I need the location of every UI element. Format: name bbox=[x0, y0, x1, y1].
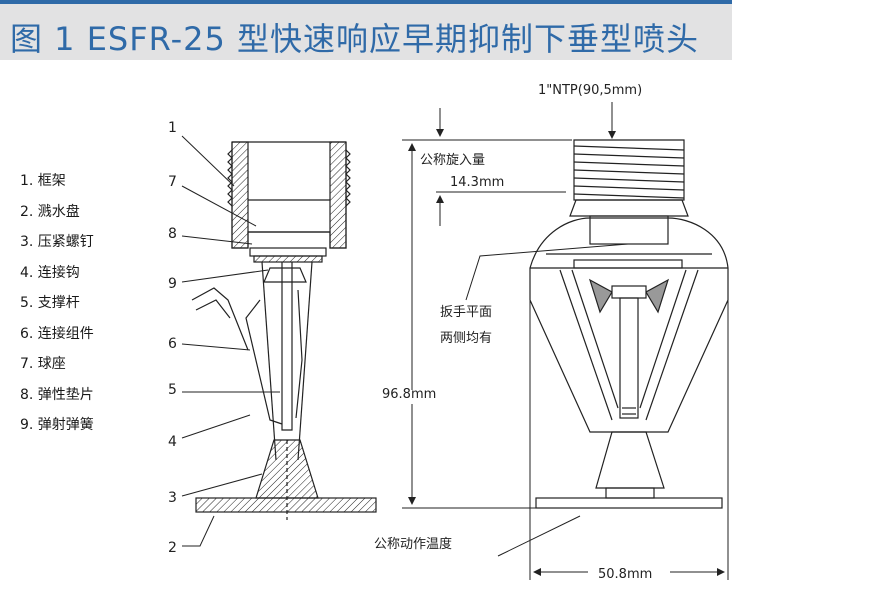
height-label: 96.8mm bbox=[382, 387, 436, 402]
callout-4: 4 bbox=[168, 434, 177, 450]
figure-title: 图 1 ESFR-25 型快速响应早期抑制下垂型喷头 bbox=[10, 20, 700, 58]
width-label: 50.8mm bbox=[598, 567, 652, 582]
callout-1: 1 bbox=[168, 120, 177, 136]
callout-9: 9 bbox=[168, 276, 177, 292]
nominal-insertion-label: 公称旋入量 bbox=[420, 153, 485, 168]
legend-item-ejector-spring: 9. 弹射弹簧 bbox=[20, 417, 94, 433]
callout-5: 5 bbox=[168, 382, 177, 398]
dimension-labels: 1"NTP(90,5mm) 公称旋入量 14.3mm 96.8mm 扳手平面 两… bbox=[374, 83, 652, 582]
callout-7: 7 bbox=[168, 174, 177, 190]
legend-item-button: 7. 球座 bbox=[20, 356, 66, 372]
legend-item-frame: 1. 框架 bbox=[20, 173, 66, 189]
callout-numbers: 1 7 8 9 6 5 4 3 2 bbox=[168, 120, 177, 556]
legend-item-compression-screw: 3. 压紧螺钉 bbox=[20, 234, 94, 250]
wrench-flats-label-line2: 两侧均有 bbox=[440, 331, 492, 346]
callout-8: 8 bbox=[168, 226, 177, 242]
wrench-flats-label-line1: 扳手平面 bbox=[440, 304, 492, 320]
legend-item-deflector: 2. 溅水盘 bbox=[20, 203, 80, 220]
thread-label: 1"NTP(90,5mm) bbox=[538, 83, 642, 98]
temperature-rating-label: 公称动作温度 bbox=[374, 536, 452, 552]
callout-2: 2 bbox=[168, 540, 177, 556]
callout-3: 3 bbox=[168, 490, 177, 506]
legend-item-sealing-washer: 8. 弹性垫片 bbox=[20, 386, 94, 403]
legend-item-hook: 4. 连接钩 bbox=[20, 264, 80, 281]
cross-section-view bbox=[191, 141, 377, 520]
callout-leaders bbox=[181, 135, 280, 547]
external-view bbox=[529, 139, 729, 509]
title-bar: 图 1 ESFR-25 型快速响应早期抑制下垂型喷头 bbox=[0, 0, 732, 60]
dimension-lines bbox=[402, 102, 729, 580]
insertion-depth-label: 14.3mm bbox=[450, 175, 504, 190]
parts-legend: 1. 框架 2. 溅水盘 3. 压紧螺钉 4. 连接钩 5. 支撑杆 6. 连接… bbox=[20, 166, 94, 441]
legend-item-strut: 5. 支撑杆 bbox=[20, 295, 80, 311]
callout-6: 6 bbox=[168, 336, 177, 352]
legend-item-link-assembly: 6. 连接组件 bbox=[20, 325, 94, 342]
